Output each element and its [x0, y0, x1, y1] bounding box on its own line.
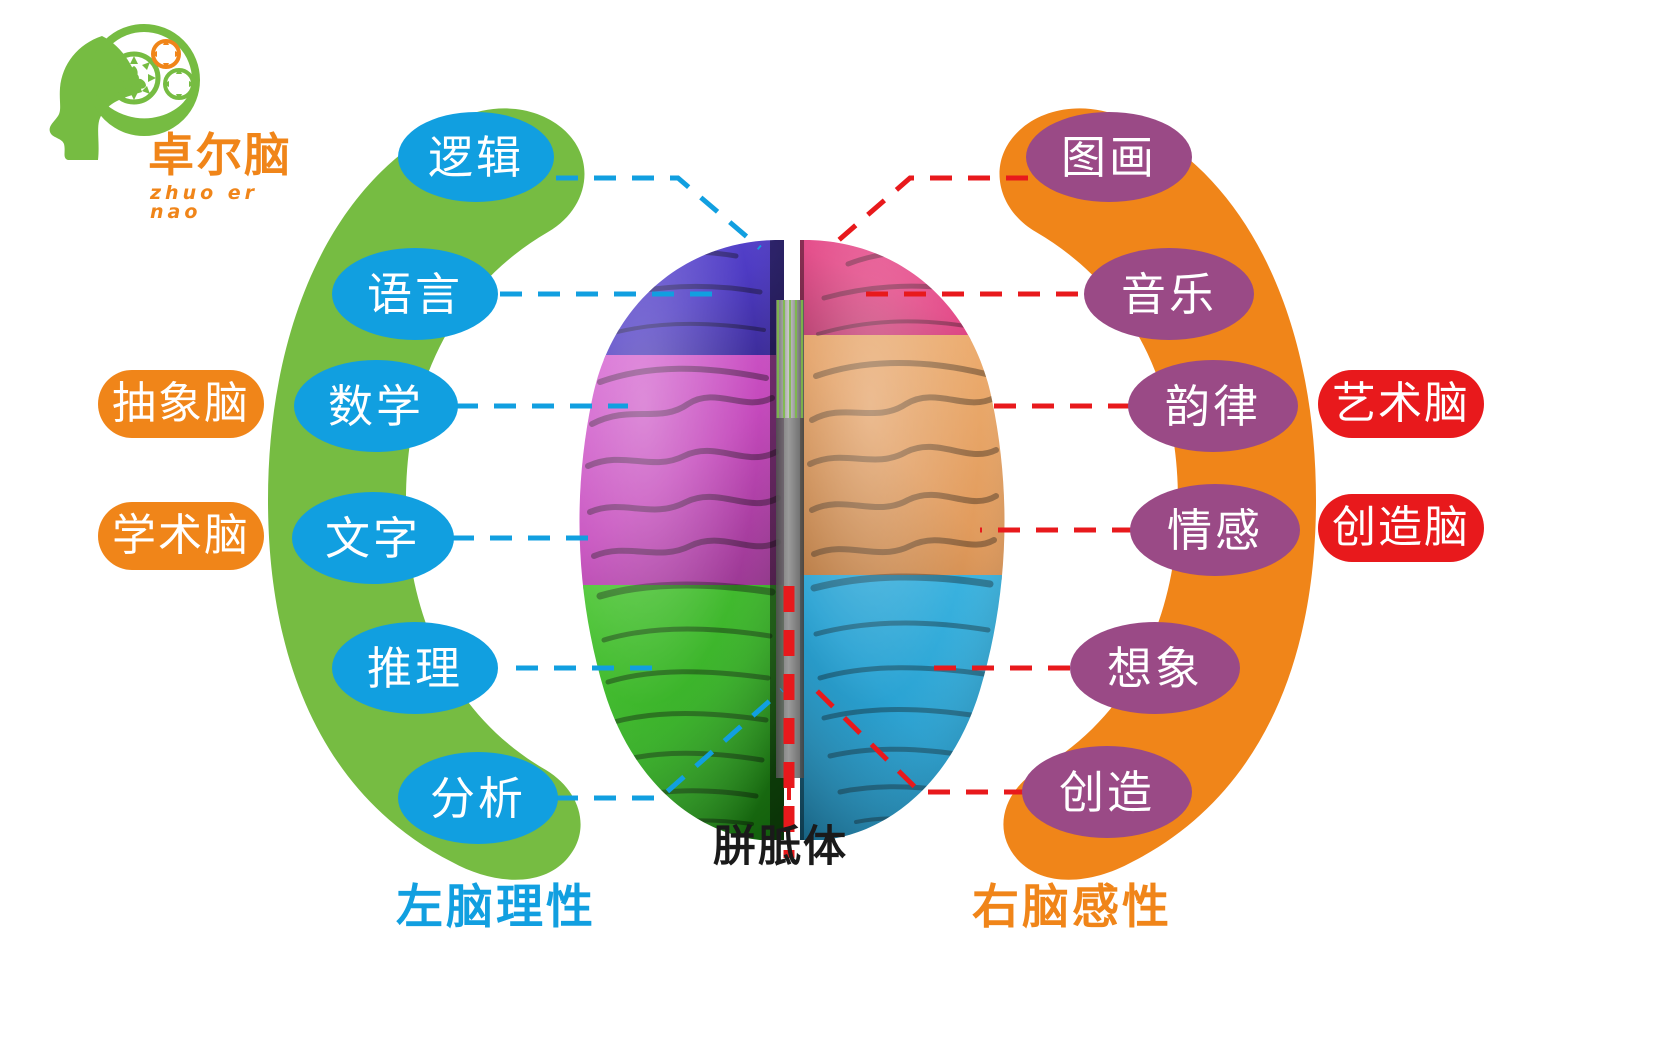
- brand-logo[interactable]: 卓尔脑 zhuo er nao: [38, 22, 298, 222]
- right-node-music[interactable]: 音乐: [1084, 248, 1254, 340]
- right-node-rhythm[interactable]: 韵律: [1128, 360, 1298, 452]
- right-connectors: [810, 175, 1134, 795]
- left-node-math[interactable]: 数学: [294, 360, 458, 452]
- left-node-reasoning[interactable]: 推理: [332, 622, 498, 714]
- corpus-callosum-bridge: [776, 300, 804, 778]
- category-pill-art-brain[interactable]: 艺术脑: [1318, 370, 1484, 438]
- left-node-analysis[interactable]: 分析: [398, 752, 558, 844]
- category-pill-creative-brain[interactable]: 创造脑: [1318, 494, 1484, 562]
- left-connectors: [452, 175, 784, 801]
- right-node-picture[interactable]: 图画: [1026, 112, 1192, 202]
- corpus-callosum-label: 胼胝体: [713, 822, 848, 872]
- brain-right-hemisphere: [800, 239, 1005, 841]
- right-node-creation[interactable]: 创造: [1022, 746, 1192, 838]
- left-hemisphere-caption: 左脑理性: [396, 880, 596, 935]
- logo-name-pinyin: zhuo er nao: [150, 182, 259, 223]
- left-node-logic[interactable]: 逻辑: [398, 112, 554, 202]
- right-node-imagination[interactable]: 想象: [1070, 622, 1240, 714]
- right-node-emotion[interactable]: 情感: [1130, 484, 1300, 576]
- category-pill-abstract-brain[interactable]: 抽象脑: [98, 370, 264, 438]
- category-pill-academic-brain[interactable]: 学术脑: [98, 502, 264, 570]
- left-node-writing[interactable]: 文字: [292, 492, 454, 584]
- left-node-language[interactable]: 语言: [332, 248, 498, 340]
- logo-name-cn: 卓尔脑: [148, 128, 292, 182]
- head-with-gears-icon: [49, 24, 200, 160]
- brain-left-hemisphere: [579, 239, 784, 841]
- right-hemisphere-caption: 右脑感性: [972, 880, 1172, 935]
